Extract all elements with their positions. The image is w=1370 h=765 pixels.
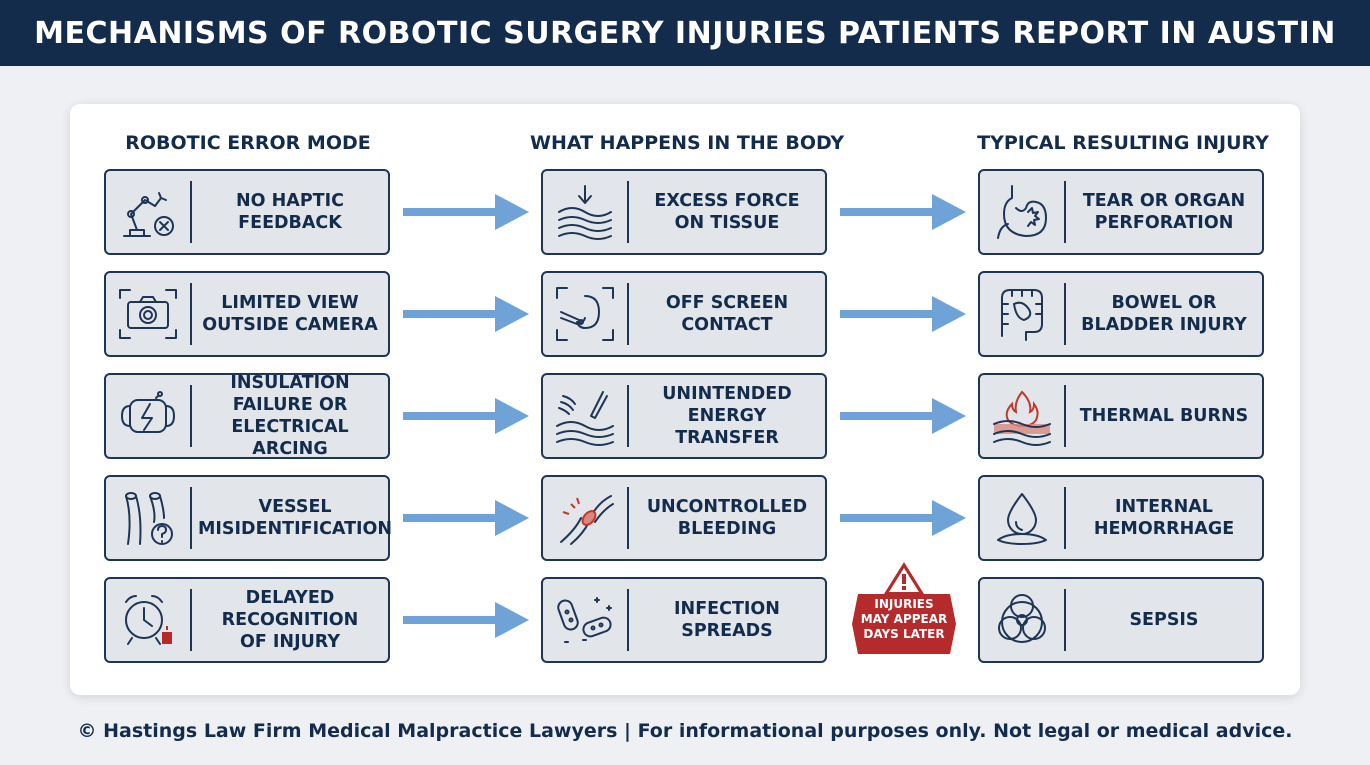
electrical-arc-icon [121,391,175,433]
body-effect-label: EXCESS FORCE ON TISSUE [654,191,800,233]
camera-icon [119,289,177,339]
energy-transfer-icon [556,391,614,446]
flow-arrow [403,194,529,230]
error-mode-card-no-haptic: NO HAPTIC FEEDBACK [104,169,390,255]
error-mode-label: DELAYED RECOGNITION OF INJURY [221,588,359,652]
body-effect-card-infection-spreads: INFECTION SPREADS [541,577,827,663]
body-effect-label: INFECTION SPREADS [674,599,780,641]
column-header-error-mode: ROBOTIC ERROR MODE [125,132,371,154]
error-mode-label: VESSEL MISIDENTIFICATION [198,497,393,539]
injury-card-tear-perforation: TEAR OR ORGAN PERFORATION [978,169,1264,255]
injury-label: BOWEL OR BLADDER INJURY [1081,293,1247,335]
injury-label: SEPSIS [1129,610,1199,630]
page-title: MECHANISMS OF ROBOTIC SURGERY INJURIES P… [34,15,1336,51]
injury-label: TEAR OR ORGAN PERFORATION [1082,191,1246,233]
body-effect-card-energy-transfer: UNINTENDED ENERGY TRANSFER [541,373,827,459]
column-header-body: WHAT HAPPENS IN THE BODY [530,132,845,154]
title-bar: MECHANISMS OF ROBOTIC SURGERY INJURIES P… [0,0,1370,66]
alarm-clock-icon [125,595,172,645]
body-effect-label: UNINTENDED ENERGY TRANSFER [662,384,792,448]
flow-arrow [403,500,529,536]
body-effect-card-off-screen: OFF SCREEN CONTACT [541,271,827,357]
injury-label: THERMAL BURNS [1079,406,1249,426]
footer-disclaimer: © Hastings Law Firm Medical Malpractice … [77,720,1293,742]
injury-card-sepsis: SEPSIS [978,577,1264,663]
injury-label: INTERNAL HEMORRHAGE [1093,497,1235,539]
instrument-organ-icon [556,287,614,341]
error-mode-label: LIMITED VIEW OUTSIDE CAMERA [202,293,378,335]
error-mode-card-limited-view: LIMITED VIEW OUTSIDE CAMERA [104,271,390,357]
error-mode-card-delayed-recognition: DELAYED RECOGNITION OF INJURY [104,577,390,663]
injury-card-internal-hemorrhage: INTERNAL HEMORRHAGE [978,475,1264,561]
error-mode-card-vessel-misidentification: VESSEL MISIDENTIFICATION [104,475,392,561]
bleeding-vessel-icon [560,495,614,545]
intestine-icon [1001,289,1043,341]
injury-card-bowel-bladder: BOWEL OR BLADDER INJURY [978,271,1264,357]
bacteria-icon [557,597,612,643]
vessel-question-icon [125,492,173,545]
warning-text: INJURIES MAY APPEAR DAYS LATER [860,597,948,641]
flow-arrow [403,398,529,434]
error-mode-card-electrical-arcing: INSULATION FAILURE OR ELECTRICAL ARCING [104,373,390,459]
flame-tissue-icon [993,390,1051,446]
error-mode-label: INSULATION FAILURE OR ELECTRICAL ARCING [230,373,350,459]
flow-arrow [840,398,966,434]
body-effect-label: OFF SCREEN CONTACT [665,293,789,335]
warning-badge [852,562,956,654]
flow-arrow [840,296,966,332]
tissue-compression-icon [558,185,612,240]
stomach-tear-icon [997,185,1047,239]
error-mode-label: NO HAPTIC FEEDBACK [236,191,344,233]
body-effect-card-uncontrolled-bleeding: UNCONTROLLED BLEEDING [541,475,827,561]
flow-arrow [840,194,966,230]
robot-arm-x-icon [123,192,174,237]
flow-arrow [403,296,529,332]
column-header-injury: TYPICAL RESULTING INJURY [977,132,1269,154]
flow-arrow [403,602,529,638]
body-effect-label: UNCONTROLLED BLEEDING [646,497,808,539]
body-effect-card-excess-force: EXCESS FORCE ON TISSUE [541,169,827,255]
flow-arrow [840,500,966,536]
blood-drop-icon [997,493,1047,545]
biohazard-icon [998,594,1046,643]
injury-card-thermal-burns: THERMAL BURNS [978,373,1264,459]
